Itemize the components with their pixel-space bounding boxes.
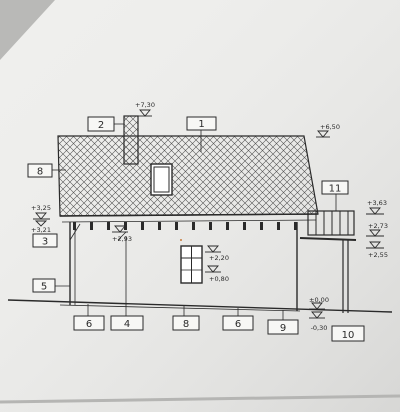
svg-text:2: 2 [98, 120, 104, 131]
callout-4: 4 [110, 315, 144, 331]
svg-text:+7,30: +7,30 [135, 101, 155, 109]
svg-text:11: 11 [329, 184, 342, 195]
chimney [123, 115, 139, 165]
callout-6-left: 6 [73, 315, 105, 331]
svg-text:4: 4 [124, 319, 130, 330]
elevation-mark-321: +3,21 [31, 220, 51, 234]
callout-6-right: 6 [222, 315, 254, 331]
callout-10: 10 [331, 325, 365, 342]
roof-window [150, 163, 173, 196]
elevation-mark-293: +2,93 [112, 225, 132, 243]
svg-text:6: 6 [235, 319, 241, 330]
callout-9: 9 [267, 319, 299, 335]
elevation-mark-650: +6,50 [316, 123, 340, 138]
elevation-mark-220: +2,20 [205, 245, 229, 262]
svg-text:+2,73: +2,73 [368, 222, 388, 230]
elevation-mark-000: ±0,00 [309, 296, 329, 310]
callout-2: 2 [87, 116, 115, 132]
svg-text:3: 3 [42, 237, 48, 248]
svg-text:+2,55: +2,55 [368, 251, 388, 259]
callout-5: 5 [32, 278, 56, 293]
svg-text:6: 6 [86, 319, 92, 330]
svg-text:1: 1 [198, 119, 204, 130]
svg-text:8: 8 [183, 319, 189, 330]
facade-window [180, 245, 203, 284]
roof [57, 135, 319, 217]
elevation-mark-363: +3,63 [366, 199, 387, 215]
ground-line [7, 299, 393, 313]
svg-text:5: 5 [41, 282, 47, 293]
callout-11: 11 [321, 180, 349, 195]
svg-text:±0,00: ±0,00 [309, 296, 329, 304]
elevation-mark-030: -0,30 [309, 311, 328, 332]
leader-lines [52, 123, 337, 320]
callout-8-bottom: 8 [172, 315, 200, 331]
svg-text:+2,93: +2,93 [112, 235, 132, 243]
svg-text:+3,21: +3,21 [31, 226, 51, 234]
callout-1: 1 [186, 116, 217, 131]
elevation-mark-730: +7,30 [135, 101, 155, 117]
elevation-mark-273: +2,73 [366, 222, 388, 237]
svg-text:9: 9 [280, 323, 286, 334]
elevation-mark-255: +2,55 [366, 241, 388, 259]
svg-text:+2,20: +2,20 [209, 254, 229, 262]
svg-text:+3,63: +3,63 [367, 199, 387, 207]
svg-text:10: 10 [342, 330, 355, 341]
svg-text:+3,25: +3,25 [31, 204, 51, 212]
balcony [299, 210, 357, 313]
page-edge-bottom [0, 394, 400, 404]
callout-3: 3 [32, 233, 58, 248]
svg-text:8: 8 [37, 167, 43, 178]
elevation-mark-080: +0,80 [205, 265, 229, 283]
svg-text:+0,80: +0,80 [209, 275, 229, 283]
svg-text:-0,30: -0,30 [311, 324, 328, 332]
svg-text:+6,50: +6,50 [320, 123, 340, 131]
callout-8-left: 8 [27, 163, 53, 178]
elevation-mark-325: +3,25 [31, 204, 51, 220]
